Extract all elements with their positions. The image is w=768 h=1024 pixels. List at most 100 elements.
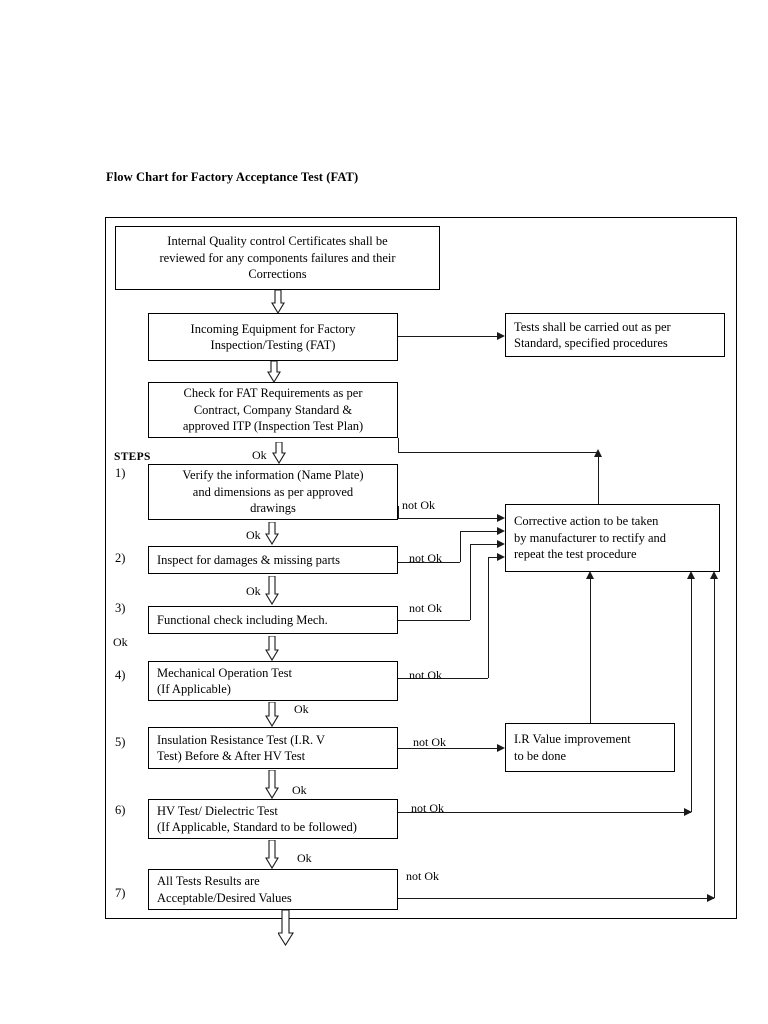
node-incoming-equipment: Incoming Equipment for Factory Inspectio… [148, 313, 398, 361]
node-ir-improvement: I.R Value improvement to be done [505, 723, 675, 772]
step-number-3: 3) [115, 601, 126, 615]
edge-corrective-feedback-drop [398, 438, 399, 452]
edge-step6-notok-run [398, 812, 691, 813]
flow-arrow-step6-to-step7 [265, 840, 279, 869]
node-line: by manufacturer to rectify and [514, 530, 667, 545]
edge-incoming-to-tests [398, 336, 497, 337]
arrowhead-step7-to-corrective [709, 571, 718, 579]
arrowhead-step3-notok [497, 539, 505, 548]
node-tests-standard: Tests shall be carried out as per Standa… [505, 313, 725, 357]
arrowhead-corrective-feedback [593, 449, 602, 457]
step-number-5: 5) [115, 735, 126, 749]
flow-arrow-step5-to-step6 [265, 770, 279, 799]
node-line: I.R Value improvement [514, 732, 631, 746]
edge-step4-notok-enter [488, 557, 497, 558]
edge-step7-notok-run [398, 898, 714, 899]
node-step-4: Mechanical Operation Test (If Applicable… [148, 661, 398, 701]
edge-step3-notok-run [398, 620, 470, 621]
edge-step6-notok-rise [691, 577, 692, 812]
edge-step2-notok-run [398, 562, 460, 563]
edge-label-notok-step7: not Ok [406, 869, 439, 883]
node-line: Tests shall be carried out as per [514, 319, 671, 334]
arrowhead-step6-to-corrective [686, 571, 695, 579]
edge-step1-notok-run [398, 518, 497, 519]
arrowhead-step5-notok [497, 743, 505, 752]
page-title: Flow Chart for Factory Acceptance Test (… [106, 170, 359, 184]
node-fat-requirements: Check for FAT Requirements as per Contra… [148, 382, 398, 438]
node-line: repeat the test procedure [514, 547, 637, 562]
node-line: Standard, specified procedures [514, 336, 668, 350]
steps-header-label: STEPS [114, 451, 151, 463]
node-line: Check for FAT Requirements as per [183, 386, 363, 401]
edge-label-notok-step6: not Ok [411, 801, 444, 815]
flow-arrow-step7-output [278, 910, 294, 946]
flow-arrow-step3-to-step4 [265, 636, 279, 661]
arrowhead-step1-notok [497, 513, 505, 522]
arrowhead-step4-notok [497, 552, 505, 561]
edge-label-ok-step4: Ok [294, 702, 309, 716]
edge-step7-notok-rise [714, 577, 715, 898]
edge-label-ok-step6: Ok [297, 851, 312, 865]
node-line: to be done [514, 748, 567, 763]
node-line: (If Applicable) [157, 682, 231, 696]
node-line: Acceptable/Desired Values [157, 890, 292, 905]
node-step-2: Inspect for damages & missing parts [148, 546, 398, 574]
edge-step3-notok-rise [470, 544, 471, 620]
node-line: Verify the information (Name Plate) [182, 468, 364, 483]
flow-arrow-fat-to-step1 [272, 442, 286, 464]
edge-corrective-feedback-run [398, 452, 598, 453]
node-line: Test) Before & After HV Test [157, 749, 306, 763]
edge-label-notok-step2: not Ok [409, 551, 442, 565]
node-line: Insulation Resistance Test (I.R. V [157, 732, 326, 747]
edge-step1-notok-stub [398, 506, 399, 518]
edge-label-notok-step3: not Ok [409, 601, 442, 615]
node-line: reviewed for any components failures and… [159, 250, 396, 265]
edge-label-ok-step3: Ok [113, 635, 128, 649]
step-number-6: 6) [115, 803, 126, 817]
arrowhead-step7-notok-corner [707, 893, 715, 902]
node-line: Inspection/Testing (FAT) [210, 338, 336, 352]
arrowhead-step2-notok [497, 526, 505, 535]
arrowhead-incoming-to-tests [497, 331, 505, 340]
flow-arrow-step2-to-step3 [265, 576, 279, 605]
node-line: Mechanical Operation Test [157, 665, 292, 680]
node-corrective-action: Corrective action to be taken by manufac… [505, 504, 720, 572]
step-number-1: 1) [115, 466, 126, 480]
step-number-2: 2) [115, 551, 126, 565]
flow-arrow-step4-to-step5 [265, 702, 279, 727]
edge-step4-notok-rise [488, 557, 489, 678]
node-step-6: HV Test/ Dielectric Test (If Applicable,… [148, 799, 398, 839]
edge-label-ok-step1: Ok [246, 528, 261, 542]
node-line: (If Applicable, Standard to be followed) [157, 820, 357, 834]
step-number-7: 7) [115, 886, 126, 900]
node-line: Inspect for damages & missing parts [157, 552, 340, 567]
node-step-3: Functional check including Mech. [148, 606, 398, 634]
edge-label-notok-step4: not Ok [409, 668, 442, 682]
node-line: Corrections [248, 267, 307, 282]
edge-step3-notok-enter [470, 544, 497, 545]
edge-step5-notok-run [398, 748, 497, 749]
node-quality-certificates: Internal Quality control Certificates sh… [115, 226, 440, 290]
edge-step2-notok-rise [460, 531, 461, 562]
node-line: Incoming Equipment for Factory [190, 321, 356, 336]
edge-label-notok-step5: not Ok [413, 735, 446, 749]
edge-label-notok-step1: not Ok [402, 498, 435, 512]
node-step-5: Insulation Resistance Test (I.R. V Test)… [148, 727, 398, 769]
edge-step2-notok-enter [460, 531, 497, 532]
flow-arrow-cert-to-incoming [271, 290, 285, 314]
flowchart-container [105, 217, 737, 919]
edge-corrective-feedback-rise [598, 452, 599, 504]
node-line: drawings [250, 501, 296, 516]
flow-arrow-incoming-to-fat [267, 361, 281, 383]
node-line: All Tests Results are [157, 874, 260, 888]
arrowhead-step6-notok-corner [684, 807, 692, 816]
node-line: Contract, Company Standard & [193, 402, 353, 417]
edge-step4-notok-run [398, 678, 488, 679]
node-line: approved ITP (Inspection Test Plan) [182, 419, 364, 434]
arrowhead-ir-to-corrective [585, 571, 594, 579]
edge-label-ok-step5: Ok [292, 783, 307, 797]
node-line: and dimensions as per approved [192, 484, 354, 499]
edge-label-ok-step2: Ok [246, 584, 261, 598]
edge-label-ok-fat: Ok [252, 448, 267, 462]
